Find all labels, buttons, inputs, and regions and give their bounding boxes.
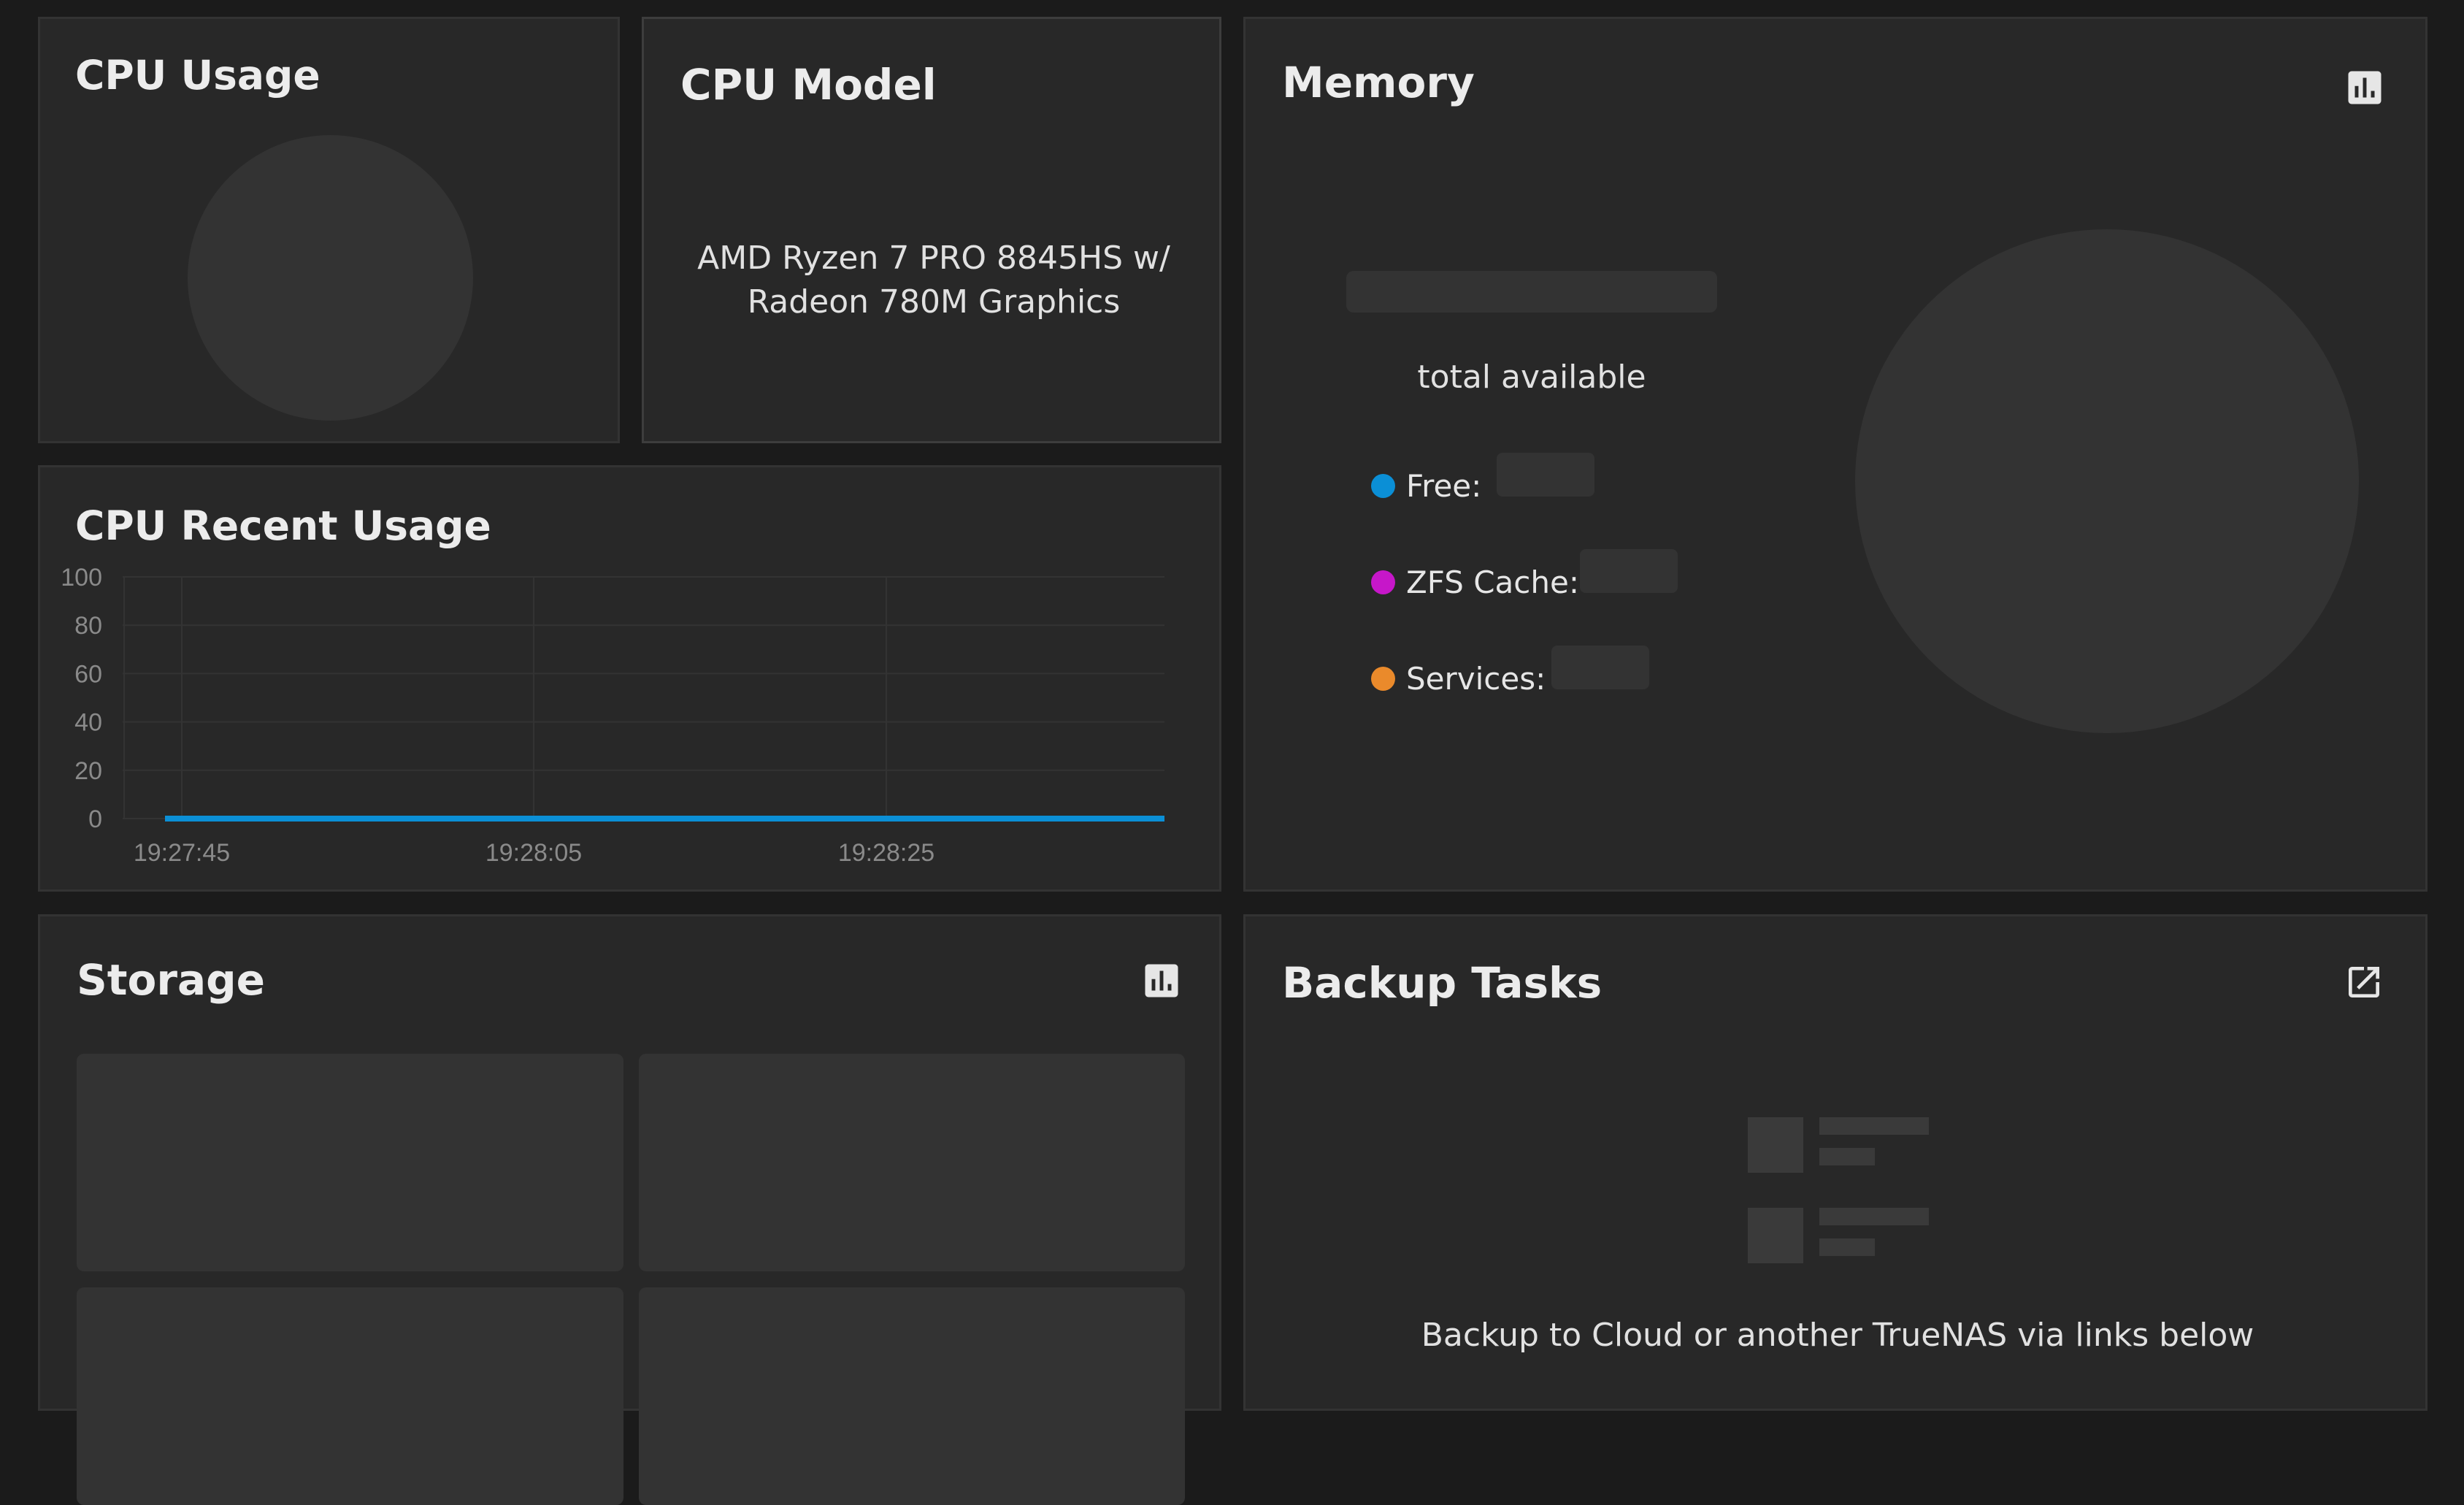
x-tick-label: 19:28:05: [485, 839, 582, 867]
x-tick-label: 19:27:45: [134, 839, 230, 867]
backup-empty-message: Backup to Cloud or another TrueNAS via l…: [1421, 1317, 2254, 1354]
y-tick-label: 40: [74, 709, 102, 737]
free-value-placeholder: [1497, 453, 1594, 497]
zfs-cache-value-placeholder: [1580, 549, 1678, 593]
backup-open-button[interactable]: [2344, 962, 2384, 1003]
cpu-usage-gauge-placeholder: [188, 135, 473, 421]
backup-tasks-title: Backup Tasks: [1282, 958, 1603, 1008]
storage-card: Storage: [38, 914, 1221, 1505]
cpu-recent-usage-card: CPU Recent Usage 0 20 40 60 80 100 19:27:45 19:…: [38, 465, 1221, 892]
services-value-placeholder: [1551, 646, 1649, 689]
cpu-model-text: AMD Ryzen 7 PRO 8845HS w/ Radeon 780M Gr…: [644, 237, 1224, 324]
zfs-cache-dot: [1371, 570, 1395, 594]
cpu-model-card: CPU Model AMD Ryzen 7 PRO 8845HS w/ Rade…: [642, 17, 1221, 443]
y-tick-label: 60: [74, 660, 102, 688]
storage-pool-placeholder: [639, 1054, 1185, 1271]
memory-legend-zfs-cache: ZFS Cache:: [1371, 564, 1579, 600]
memory-title: Memory: [1282, 58, 1475, 107]
memory-legend-free: Free:: [1371, 468, 1481, 504]
cpu-recent-usage-chart: 0 20 40 60 80 100 19:27:45 19:28:05 19:28:25: [61, 564, 1164, 867]
y-tick-label: 100: [61, 564, 102, 591]
memory-total-label: total available: [1417, 359, 1646, 396]
free-label: Free:: [1406, 468, 1482, 504]
y-tick-label: 80: [74, 612, 102, 640]
memory-legend-services: Services:: [1371, 661, 1546, 697]
cpu-recent-usage-title: CPU Recent Usage: [75, 502, 491, 549]
bar-chart-icon: [1145, 964, 1178, 997]
services-label: Services:: [1406, 661, 1546, 697]
storage-pool-placeholder: [77, 1287, 623, 1505]
free-dot: [1371, 474, 1395, 498]
memory-total-placeholder: [1346, 271, 1717, 313]
open-in-new-icon: [2349, 967, 2379, 997]
cpu-usage-title: CPU Usage: [75, 52, 321, 99]
memory-reports-button[interactable]: [2344, 67, 2385, 108]
y-tick-label: 0: [88, 805, 102, 833]
cpu-model-line-1: AMD Ryzen 7 PRO 8845HS w/: [697, 240, 1170, 277]
y-tick-label: 20: [74, 757, 102, 785]
storage-title: Storage: [77, 955, 265, 1005]
cpu-model-title: CPU Model: [680, 60, 937, 110]
storage-reports-button[interactable]: [1141, 960, 1182, 1001]
empty-list-icon: [1748, 1117, 1929, 1263]
memory-card: Memory total available Free: ZFS Cache: …: [1243, 17, 2427, 892]
storage-pool-placeholder: [639, 1287, 1185, 1505]
cpu-usage-card: CPU Usage: [38, 17, 620, 443]
storage-pool-placeholder: [77, 1054, 623, 1271]
services-dot: [1371, 667, 1395, 691]
zfs-cache-label: ZFS Cache:: [1406, 564, 1579, 600]
backup-tasks-card: Backup Tasks Backup to Cloud or another …: [1243, 914, 2427, 1411]
memory-chart-placeholder: [1855, 229, 2359, 733]
x-tick-label: 19:28:25: [838, 839, 934, 867]
cpu-model-line-2: Radeon 780M Graphics: [747, 283, 1121, 321]
bar-chart-icon: [2348, 71, 2382, 104]
